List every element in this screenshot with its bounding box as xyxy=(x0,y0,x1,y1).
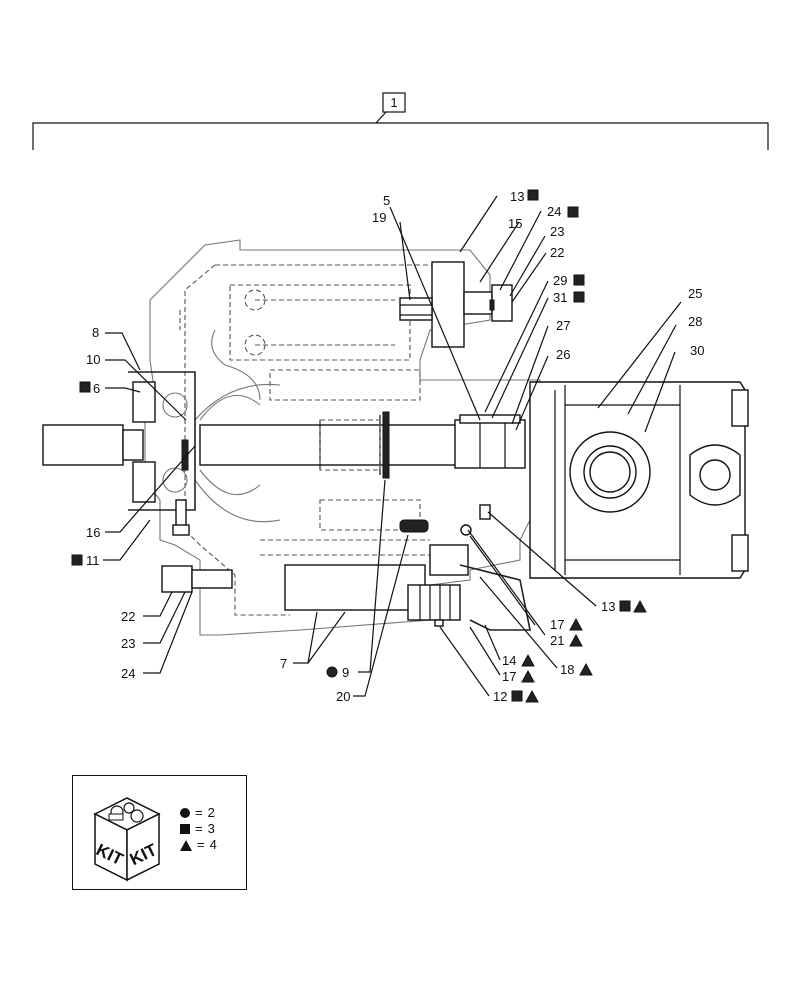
callout-16: 16 xyxy=(86,525,100,540)
callout-6: 6 xyxy=(93,381,100,396)
callout-17-bottom: 17 xyxy=(502,669,516,684)
callout-5: 5 xyxy=(383,193,390,208)
callout-23-bottom: 23 xyxy=(121,636,135,651)
kit-legend: = 2 = 3 = 4 xyxy=(180,805,217,853)
callout-11: 11 xyxy=(86,553,100,568)
circle-icon xyxy=(180,808,190,818)
legend-row-square: = 3 xyxy=(180,821,217,837)
callout-20: 20 xyxy=(336,689,350,704)
legend-row-circle: = 2 xyxy=(180,805,217,821)
lower-bolt xyxy=(161,565,233,593)
callout-22-top: 22 xyxy=(550,245,564,260)
callout-19: 19 xyxy=(372,210,386,225)
callout-12: 12 xyxy=(493,689,507,704)
kit-legend-box: KIT KIT xyxy=(72,775,247,890)
callout-29: 29 xyxy=(553,273,567,288)
legend-value: 2 xyxy=(207,805,215,820)
callout-26: 26 xyxy=(556,347,570,362)
callout-18: 18 xyxy=(560,662,574,677)
callout-labels: 13 5 19 15 24 23 22 29 31 25 28 27 30 26… xyxy=(71,189,704,704)
callout-28: 28 xyxy=(688,314,702,329)
triangle-icon xyxy=(180,839,192,851)
callout-17-right: 17 xyxy=(550,617,564,632)
callout-14: 14 xyxy=(502,653,516,668)
callout-21: 21 xyxy=(550,633,564,648)
callout-23-top: 23 xyxy=(550,224,564,239)
callout-22-bottom: 22 xyxy=(121,609,135,624)
callout-27: 27 xyxy=(556,318,570,333)
callout-13-top: 13 xyxy=(510,189,524,204)
square-icon xyxy=(180,824,190,834)
callout-9: 9 xyxy=(342,665,349,680)
rear-housing xyxy=(284,504,531,631)
callout-24-top: 24 xyxy=(547,204,561,219)
assembly-ref: 1 xyxy=(390,95,397,110)
callout-13-bottom: 13 xyxy=(601,599,615,614)
callout-24-bottom: 24 xyxy=(121,666,135,681)
callout-25: 25 xyxy=(688,286,702,301)
callout-15: 15 xyxy=(508,216,522,231)
kit-box-icon: KIT KIT xyxy=(93,797,161,882)
callout-10: 10 xyxy=(86,352,100,367)
callout-31: 31 xyxy=(553,290,567,305)
leader-lines xyxy=(103,195,682,697)
legend-value: 4 xyxy=(209,837,217,852)
assembly-bracket: 1 xyxy=(32,92,769,150)
legend-value: 3 xyxy=(207,821,215,836)
auxiliary-pump xyxy=(529,381,749,579)
callout-30: 30 xyxy=(690,343,704,358)
legend-row-triangle: = 4 xyxy=(180,837,217,853)
callout-7: 7 xyxy=(280,656,287,671)
shaft-rotating-group xyxy=(199,395,526,495)
callout-8: 8 xyxy=(92,325,99,340)
top-cover-assembly xyxy=(399,261,513,348)
front-flange xyxy=(42,371,196,536)
